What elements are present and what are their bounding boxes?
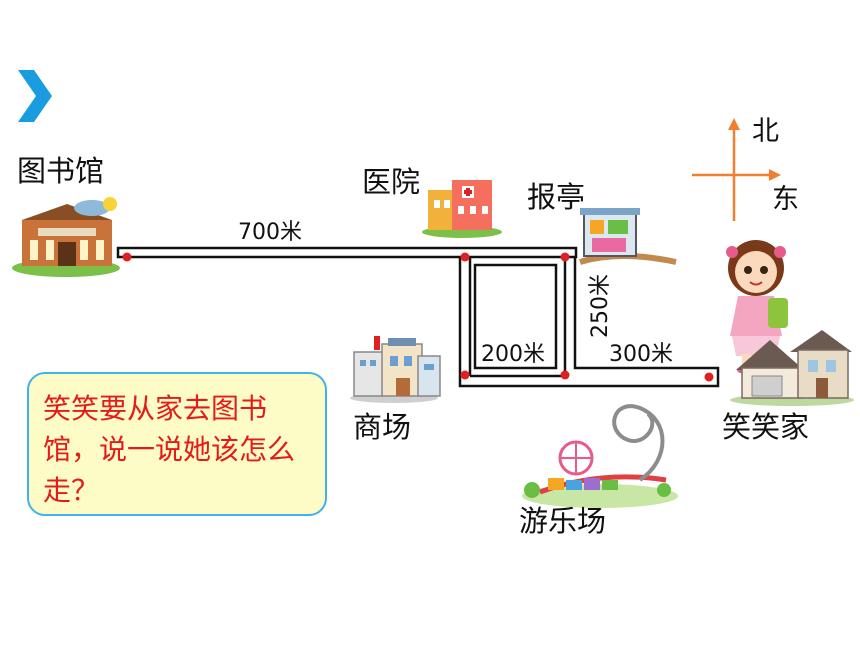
route-dot-home	[704, 372, 714, 382]
label-home: 笑笑家	[722, 410, 810, 444]
park-icon	[522, 404, 678, 508]
route-dot-park	[560, 370, 570, 380]
route-dot-newsstand	[560, 252, 570, 262]
distance-inner-east: 200米	[481, 342, 545, 367]
route-dot-library	[122, 252, 132, 262]
chevron-right-icon	[18, 70, 52, 122]
newsstand-icon	[579, 208, 677, 265]
label-newsstand: 报亭	[527, 180, 586, 214]
label-hospital: 医院	[362, 165, 421, 199]
hospital-icon	[422, 180, 502, 238]
route-dot-mall	[460, 370, 470, 380]
question-box: 笑笑要从家去图书馆，说一说她该怎么走？	[27, 372, 327, 516]
label-library: 图书馆	[17, 154, 105, 188]
compass-north-label: 北	[752, 116, 779, 147]
house-icon	[730, 330, 854, 406]
label-park: 游乐场	[519, 504, 607, 538]
distance-newsstand-south: 250米	[588, 274, 613, 338]
road-network	[116, 246, 720, 388]
library-icon	[12, 197, 120, 277]
question-text: 笑笑要从家去图书馆，说一说她该怎么走？	[43, 392, 296, 507]
compass-east-label: 东	[772, 184, 799, 215]
mall-icon	[350, 336, 441, 403]
route-dot-hospital	[460, 252, 470, 262]
distance-library-hospital: 700米	[238, 220, 302, 245]
distance-to-home: 300米	[609, 342, 673, 367]
label-mall: 商场	[353, 410, 412, 444]
compass	[692, 118, 781, 221]
route-dots	[122, 252, 714, 382]
